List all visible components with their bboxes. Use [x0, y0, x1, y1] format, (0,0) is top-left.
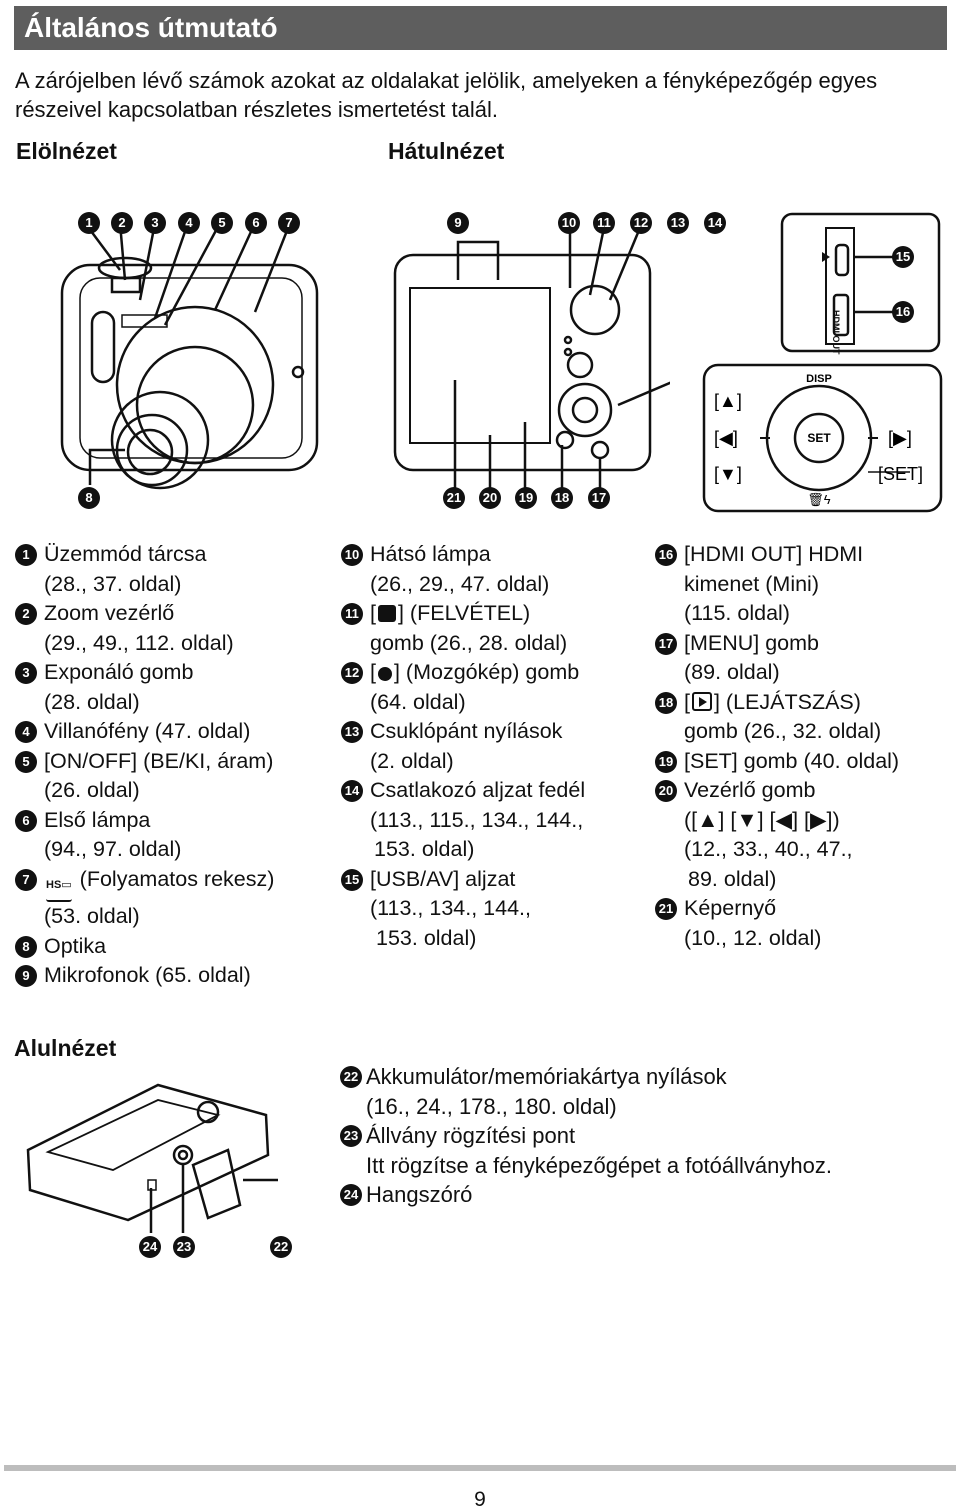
callout-number: 11 — [593, 212, 615, 234]
camera-icon — [377, 605, 396, 622]
list-item: 15[USB/AV] aljzat(113., 134., 144.,153. … — [340, 865, 640, 954]
callout-number: 14 — [704, 212, 726, 234]
high-speed-icon: HS▭ — [46, 871, 72, 902]
callout-number: 15 — [892, 246, 914, 268]
list-item: 18[] (LEJÁTSZÁS)gomb (26., 32. oldal) — [654, 688, 954, 747]
dpad-down-label: [▼] — [714, 464, 742, 484]
callout-number: 21 — [443, 487, 465, 509]
record-dot-icon — [377, 667, 392, 681]
trash-flash-label: 🗑ϟ — [807, 492, 831, 507]
front-view-heading: Elölnézet — [16, 138, 117, 164]
callout-number: 17 — [588, 487, 610, 509]
list-item: 19[SET] gomb (40. oldal) — [654, 747, 954, 777]
page-number: 9 — [474, 1488, 486, 1511]
callout-number: 23 — [173, 1236, 195, 1258]
list-item: 11[] (FELVÉTEL)gomb (26., 28. oldal) — [340, 599, 640, 658]
dpad-up-label: [▲] — [714, 391, 742, 411]
callout-number: 24 — [139, 1236, 161, 1258]
dpad-left-label: [◀] — [714, 428, 738, 448]
callout-number: 20 — [479, 487, 501, 509]
back-view-heading: Hátulnézet — [388, 138, 505, 164]
callout-number: 22 — [270, 1236, 292, 1258]
callout-number: 7 — [278, 212, 300, 234]
footer-divider — [4, 1465, 956, 1471]
callout-number: 3 — [144, 212, 166, 234]
set-label: [SET] — [878, 464, 923, 484]
callout-number: 1 — [78, 212, 100, 234]
callout-number: 12 — [630, 212, 652, 234]
callout-number: 18 — [551, 487, 573, 509]
dpad-right-label: [▶] — [888, 428, 912, 448]
callout-number: 19 — [515, 487, 537, 509]
callout-number: 2 — [111, 212, 133, 234]
callout-number: 9 — [447, 212, 469, 234]
back-view-illustration — [393, 222, 670, 488]
bottom-view-heading: Alulnézet — [14, 1035, 117, 1061]
front-view-illustration — [60, 222, 319, 490]
disp-label: DISP — [806, 373, 832, 385]
list-item: 5[ON/OFF] (BE/KI, áram)(26. oldal) — [14, 747, 324, 806]
dpad-inset: DISP SET [▲] [◀] [▼] [▶] [SET] 🗑ϟ — [702, 363, 943, 513]
callout-number: 13 — [667, 212, 689, 234]
hdmi-label: HDMI OUT — [831, 310, 841, 355]
callout-number: 16 — [892, 301, 914, 323]
callout-number: 8 — [78, 487, 100, 509]
callout-number: 5 — [211, 212, 233, 234]
callout-number: 4 — [178, 212, 200, 234]
list-item: 12[] (Mozgókép) gomb(64. oldal) — [340, 658, 640, 717]
set-button-label: SET — [807, 431, 831, 445]
list-item: 17[MENU] gomb(89. oldal) — [654, 629, 954, 688]
section-header: Általános útmutató — [14, 6, 947, 50]
port-inset: HDMI OUT — [780, 212, 941, 355]
callout-number: 10 — [558, 212, 580, 234]
bottom-view-illustration — [26, 1083, 278, 1233]
intro-text: A zárójelben lévő számok azokat az oldal… — [15, 68, 878, 122]
callout-number: 6 — [245, 212, 267, 234]
play-icon — [691, 691, 712, 711]
page-title: Általános útmutató — [24, 12, 278, 43]
